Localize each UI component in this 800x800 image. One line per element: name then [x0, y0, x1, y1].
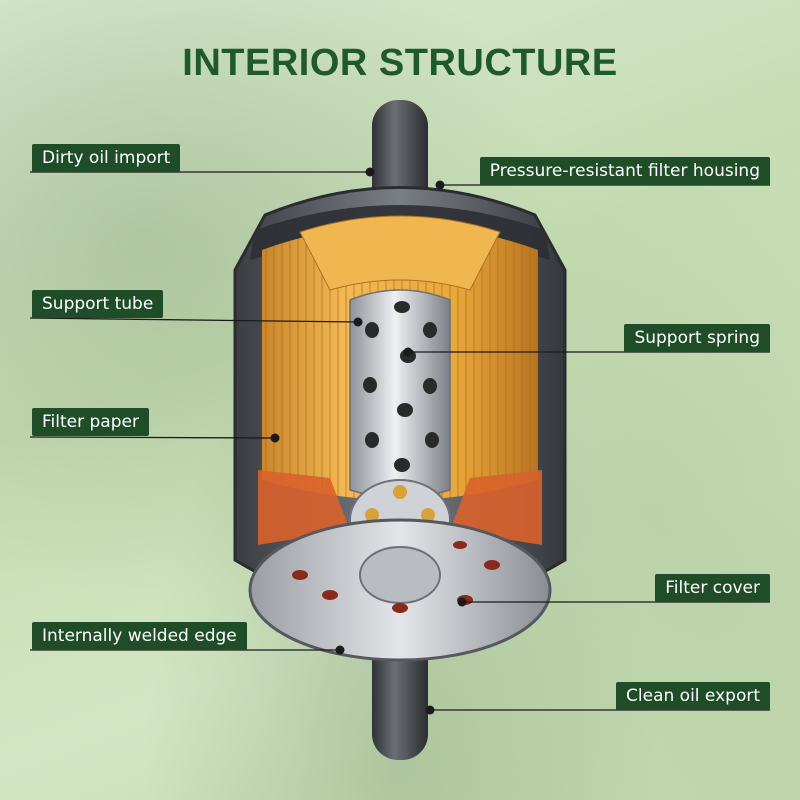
leader-lines [29, 171, 770, 711]
label-support-tube: Support tube [32, 290, 164, 318]
label-filter-paper: Filter paper [32, 408, 149, 436]
label-pressure-resistant-filter-housing: Pressure-resistant filter housing [479, 157, 770, 185]
label-dirty-oil-import: Dirty oil import [32, 144, 181, 172]
filter-cover-plate [248, 518, 552, 662]
label-support-spring: Support spring [624, 324, 770, 352]
page-title: INTERIOR STRUCTURE [182, 42, 618, 84]
leader-dots [270, 167, 467, 715]
label-internally-welded-edge: Internally welded edge [32, 622, 247, 650]
label-clean-oil-export: Clean oil export [616, 682, 770, 710]
label-filter-cover: Filter cover [655, 574, 770, 602]
support-tube-element [349, 289, 451, 499]
